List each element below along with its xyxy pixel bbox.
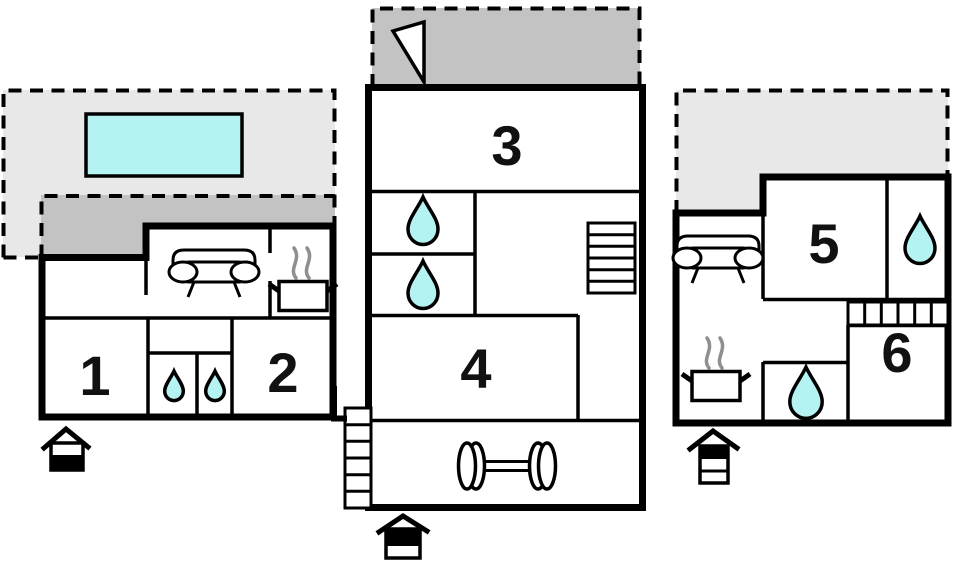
staircase	[846, 300, 950, 327]
room-3-label: 3	[491, 114, 522, 177]
stove-icon	[269, 282, 337, 311]
pool	[84, 112, 244, 178]
entrance-icon	[40, 425, 92, 472]
room-2-label: 2	[267, 341, 298, 404]
terrace-area	[676, 90, 948, 213]
stove-icon	[682, 372, 750, 401]
staircase	[586, 221, 637, 295]
awning-triangle-icon	[390, 19, 426, 89]
unit-right: 5 6	[671, 88, 952, 485]
external-staircase	[331, 386, 373, 510]
room-5-label: 5	[808, 212, 839, 275]
room-4-label: 4	[460, 337, 491, 400]
unit-middle: 3 4	[331, 6, 646, 560]
terrace-dashed-border	[1, 88, 337, 258]
interior-walls	[42, 226, 333, 417]
unit-left: 1 2	[1, 88, 337, 472]
terrace-dashed-border	[674, 88, 950, 213]
room-6-label: 6	[881, 321, 912, 384]
stair-landing-wall	[331, 386, 347, 422]
dumbbell-icon	[456, 441, 558, 491]
entrance-icon	[686, 427, 741, 485]
interior-walls	[368, 189, 643, 423]
entrance-icon	[375, 513, 431, 560]
room-1-label: 1	[79, 344, 110, 407]
